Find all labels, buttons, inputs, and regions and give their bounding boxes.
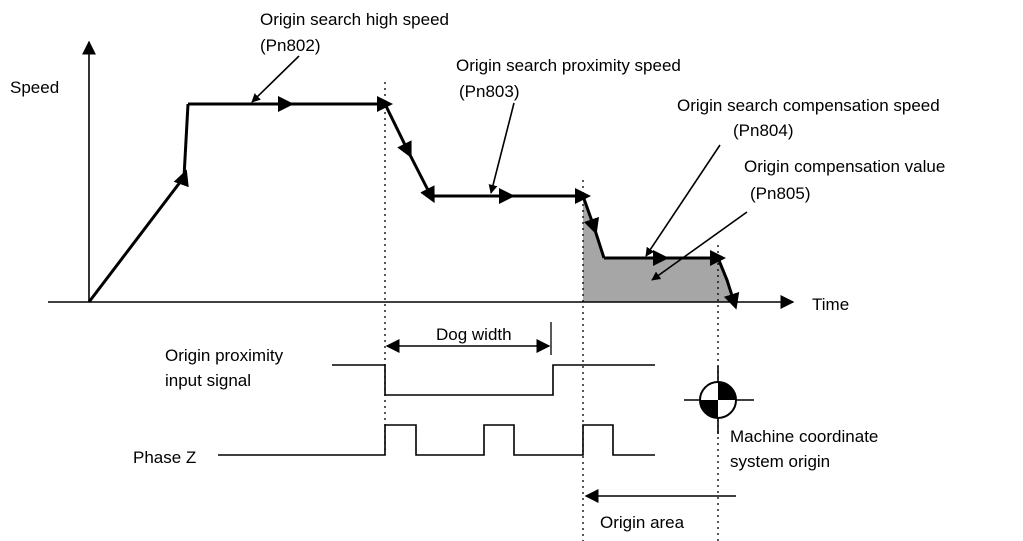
origin-marker-icon <box>684 366 754 434</box>
decel-segment <box>383 103 435 204</box>
dog-width-label: Dog width <box>436 325 512 344</box>
leader-compensation-value <box>651 211 748 281</box>
accel-segment <box>87 103 190 303</box>
compensation-speed-param: (Pn804) <box>733 121 793 140</box>
decel2-segment <box>581 195 606 259</box>
leader-arrows <box>251 55 748 281</box>
proximity-speed-label: Origin search proximity speed <box>456 56 681 75</box>
phase-z-waveform <box>218 424 655 456</box>
leader-proximity-speed <box>488 102 515 194</box>
compensation-shaded-area <box>583 195 734 302</box>
x-axis-label: Time <box>812 295 849 314</box>
guide-lines <box>384 82 719 541</box>
stop-segment <box>716 257 740 310</box>
proximity-signal-label-line1: Origin proximity <box>165 346 284 365</box>
machine-origin-label-line1: Machine coordinate <box>730 427 878 446</box>
compensation-speed-label: Origin search compensation speed <box>677 96 940 115</box>
y-axis-label: Speed <box>10 78 59 97</box>
high-speed-param: (Pn802) <box>260 36 320 55</box>
phase-z-label: Phase Z <box>133 448 196 467</box>
proximity-signal-waveform <box>332 364 655 396</box>
high-speed-label: Origin search high speed <box>260 10 449 29</box>
proximity-speed-param: (Pn803) <box>459 82 519 101</box>
leader-high-speed <box>251 55 300 103</box>
origin-area-label: Origin area <box>600 513 685 532</box>
compensation-value-param: (Pn805) <box>750 184 810 203</box>
proximity-signal-label-line2: input signal <box>165 371 251 390</box>
machine-origin-label-line2: system origin <box>730 452 830 471</box>
compensation-value-label: Origin compensation value <box>744 157 945 176</box>
leader-compensation-speed <box>645 144 721 257</box>
speed-profile <box>87 96 740 310</box>
